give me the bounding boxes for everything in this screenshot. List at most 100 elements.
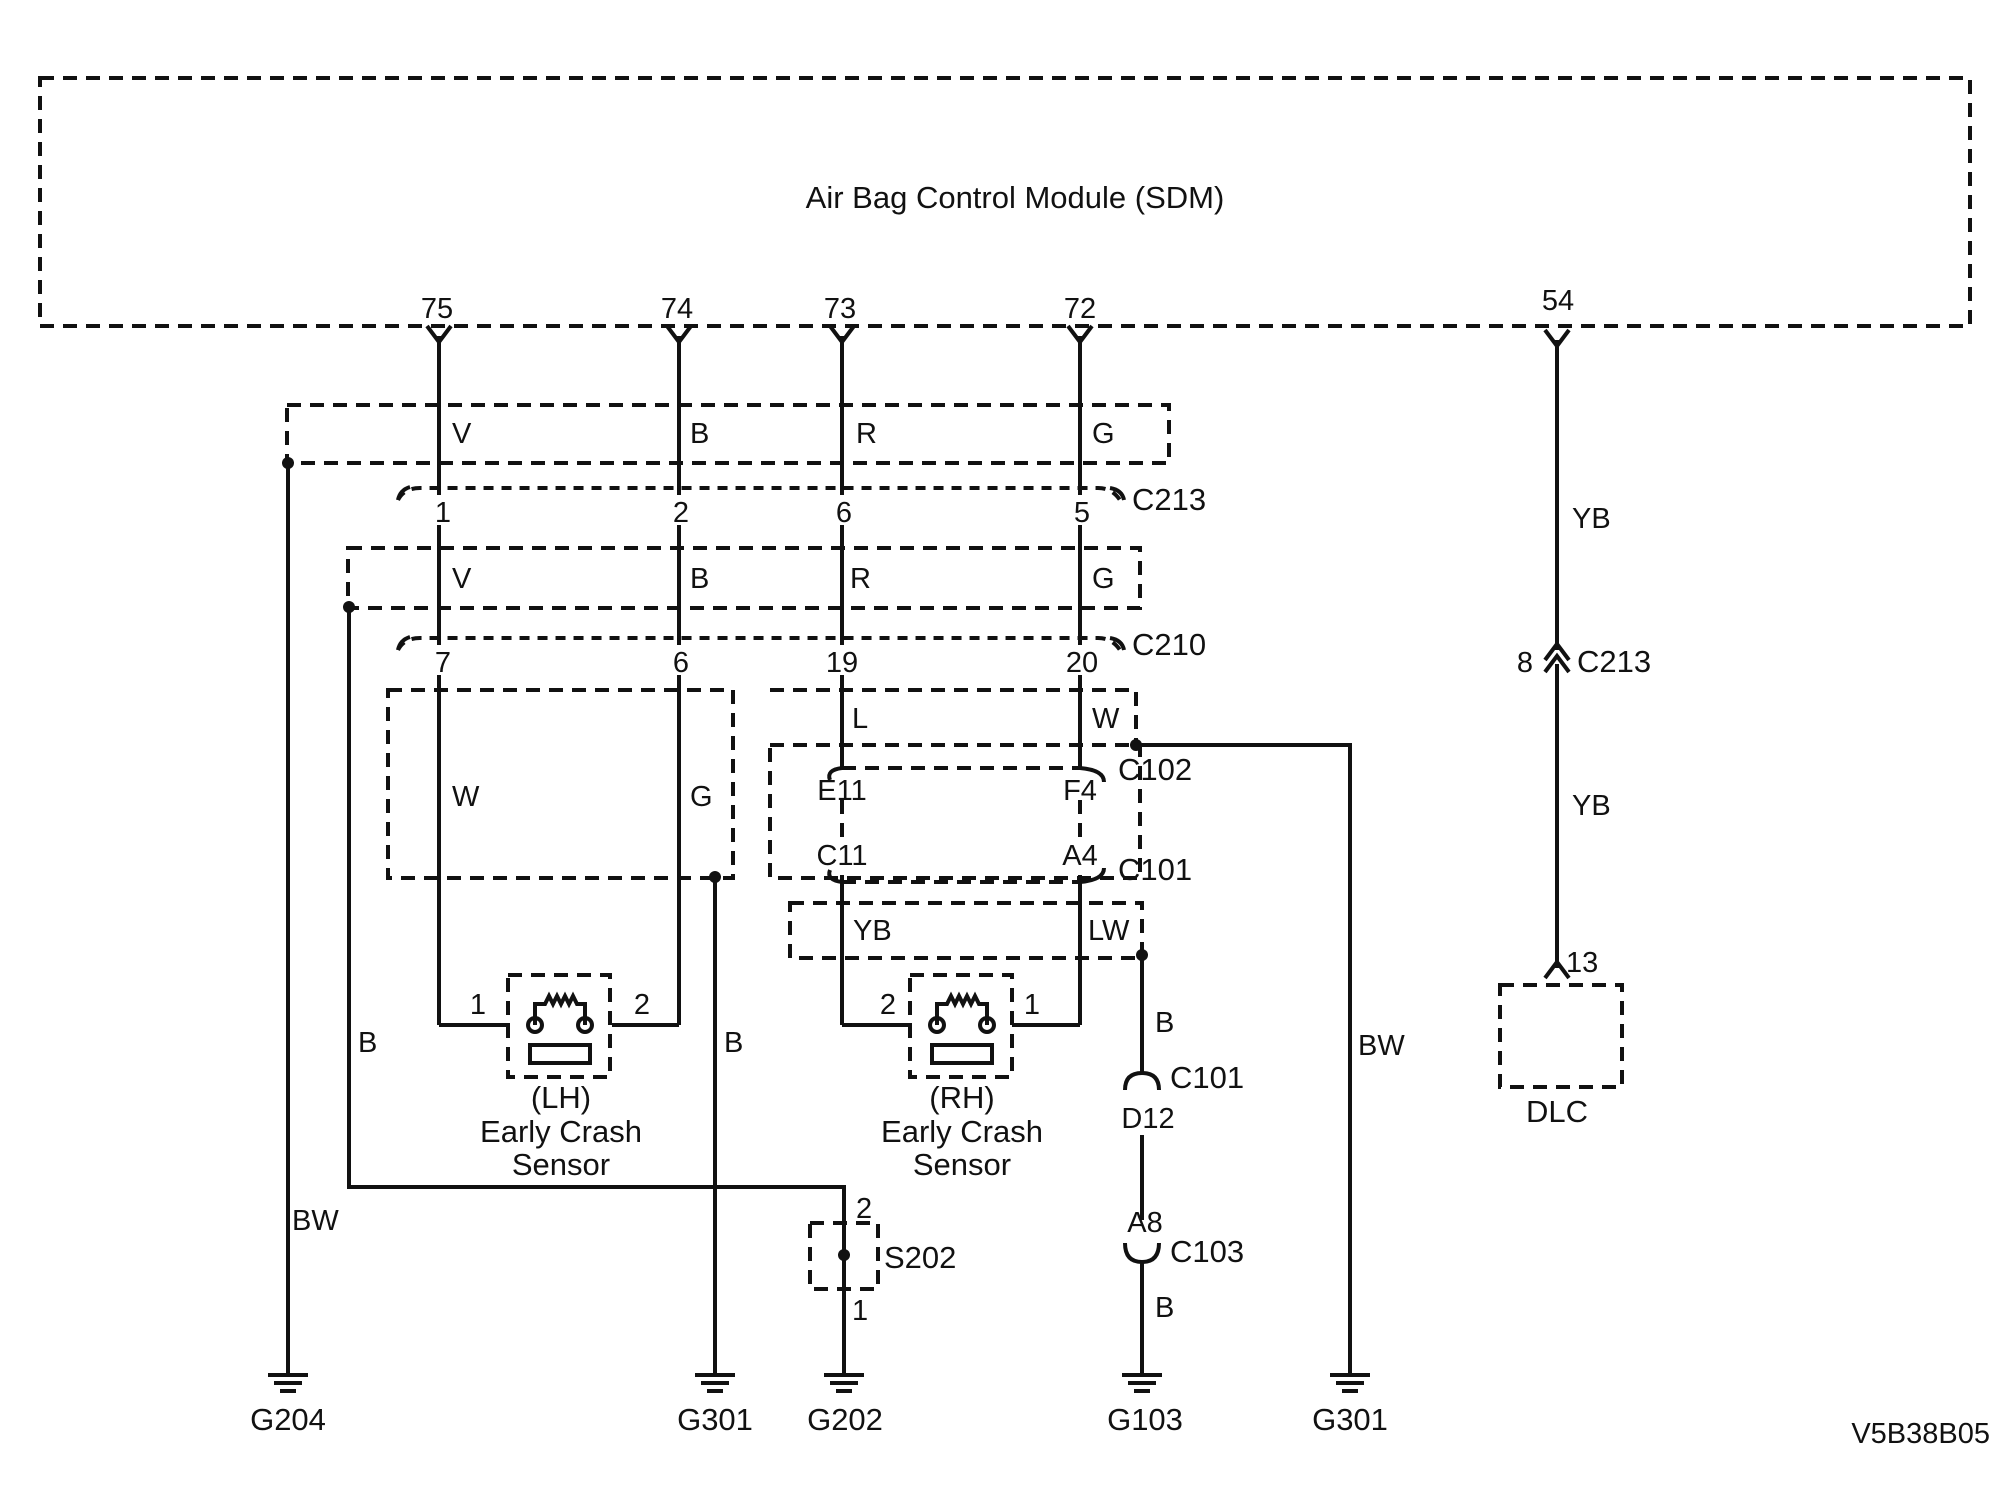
- rh-sensor-box: [908, 973, 1014, 1079]
- wire-color-top-g: G: [1092, 418, 1115, 450]
- rh-sensor-side: (RH): [929, 1080, 994, 1115]
- connector-c102: E11 F4 C102: [817, 752, 1192, 807]
- sdm-module: Air Bag Control Module (SDM): [38, 76, 1972, 328]
- c103-label: C103: [1170, 1234, 1244, 1269]
- wire-color-top-v: V: [452, 418, 472, 450]
- wire-color-g301-bw: BW: [1358, 1030, 1405, 1062]
- rh-sensor-pin-1: 1: [1024, 989, 1040, 1021]
- dlc-box: [1498, 983, 1624, 1089]
- lh-sensor-name-line2: Sensor: [512, 1147, 610, 1182]
- dlc-branch: YB 8 C213 YB 13 DLC: [1498, 340, 1651, 1129]
- c213-pin-6: 6: [836, 497, 852, 529]
- connector-c210: 7 6 19 20 C210: [396, 627, 1206, 679]
- wire-color-mid-b: B: [690, 563, 709, 595]
- s202-dot: [838, 1249, 850, 1261]
- ground-g204: G204: [250, 1360, 326, 1437]
- wire-color-rh-yb: YB: [853, 915, 892, 947]
- c210-label: C210: [1132, 627, 1206, 662]
- dlc-label: DLC: [1526, 1094, 1588, 1129]
- dlc-pin-13: 13: [1566, 947, 1598, 979]
- shield-rh-upper: [768, 743, 1142, 880]
- lh-sensor-pin-1: 1: [470, 989, 486, 1021]
- g301-left-label: G301: [677, 1402, 753, 1437]
- connector-c213: 1 2 6 5 C213: [396, 482, 1206, 529]
- g103-label: G103: [1107, 1402, 1183, 1437]
- ground-g202: G202: [807, 1360, 883, 1437]
- wire-color-g204-bw: BW: [292, 1205, 339, 1237]
- c210-pin-6: 6: [673, 647, 689, 679]
- shield-c213-upper: [285, 403, 1171, 465]
- c210-pin-20: 20: [1066, 647, 1098, 679]
- sdm-pin-72: 72: [1064, 293, 1096, 325]
- sensor-wires: [437, 336, 1082, 1027]
- connector-c101: C11 A4 C101: [816, 840, 1192, 887]
- rh-sensor-name-line1: Early Crash: [881, 1114, 1043, 1149]
- c210-pin-19: 19: [826, 647, 858, 679]
- wire-color-rh-w: W: [1092, 703, 1120, 735]
- c101-label: C101: [1118, 852, 1192, 887]
- s202-shield-wire: [347, 607, 846, 1215]
- c213-pin-2: 2: [673, 497, 689, 529]
- g103-chain: B D12 C101 A8 C103 B: [1121, 1007, 1244, 1360]
- lh-sensor-name-line1: Early Crash: [480, 1114, 642, 1149]
- c213-pin-1: 1: [435, 497, 451, 529]
- wire-color-shield-b: B: [358, 1027, 377, 1059]
- c101-pin-c11: C11: [816, 840, 867, 872]
- sdm-pin-75: 75: [421, 293, 453, 325]
- lh-early-crash-sensor: 1 2 (LH) Early Crash Sensor: [470, 973, 650, 1182]
- wire-color-top-r: R: [856, 418, 877, 450]
- sdm-module-box: [38, 76, 1972, 328]
- wire-color-rh-l: L: [852, 703, 868, 735]
- lh-sensor-box: [506, 973, 612, 1079]
- lh-sensor-pin-2: 2: [634, 989, 650, 1021]
- c102-pin-e11: E11: [817, 775, 866, 807]
- splice-s202: 2 1 S202: [808, 1193, 956, 1360]
- wire-color-c101-b: B: [1155, 1007, 1174, 1039]
- sdm-pin-chevrons: [425, 324, 1571, 350]
- c103-pin-a8: A8: [1127, 1207, 1162, 1239]
- c213-pin-5: 5: [1074, 497, 1090, 529]
- wire-color-rh-lw: LW: [1088, 915, 1130, 947]
- c101b-label: C101: [1170, 1060, 1244, 1095]
- rh-sensor-name-line2: Sensor: [913, 1147, 1011, 1182]
- sdm-pin-54: 54: [1542, 285, 1574, 317]
- wire-color-lh-shield-b: B: [724, 1027, 743, 1059]
- rh-sensor-pin-2: 2: [880, 989, 896, 1021]
- c101b-pin-d12: D12: [1121, 1103, 1174, 1135]
- wire-color-top-b: B: [690, 418, 709, 450]
- g301-right-label: G301: [1312, 1402, 1388, 1437]
- figure-id: V5B38B05: [1851, 1418, 1990, 1450]
- c102-label: C102: [1118, 752, 1192, 787]
- c213-dlc-pin-8: 8: [1517, 647, 1533, 679]
- sdm-module-title: Air Bag Control Module (SDM): [806, 180, 1225, 215]
- s202-pin-2: 2: [856, 1193, 872, 1225]
- wire-color-mid-g: G: [1092, 563, 1115, 595]
- g301-right-wire: [1136, 743, 1352, 1360]
- c213-dlc-label: C213: [1577, 644, 1651, 679]
- wire-color-lh-w: W: [452, 781, 480, 813]
- wire-color-dlc-yb-lower: YB: [1572, 790, 1611, 822]
- wire-color-lh-g: G: [690, 781, 713, 813]
- c102-pin-f4: F4: [1063, 775, 1097, 807]
- ground-g301-left: G301: [677, 1360, 753, 1437]
- rh-shield-top-edge: [770, 688, 1138, 745]
- sdm-pin-74: 74: [661, 293, 693, 325]
- ground-g301-right: G301: [1312, 1360, 1388, 1437]
- rh-early-crash-sensor: 2 1 (RH) Early Crash Sensor: [880, 973, 1043, 1182]
- shield-c213-lower: [346, 546, 1142, 610]
- s202-pin-1: 1: [852, 1295, 868, 1327]
- shield-lh-sensor: [386, 688, 735, 880]
- c213-label: C213: [1132, 482, 1206, 517]
- shield-rh-lower: [788, 901, 1144, 960]
- g204-label: G204: [250, 1402, 326, 1437]
- wire-color-mid-r: R: [850, 563, 871, 595]
- c101-pin-a4: A4: [1062, 840, 1097, 872]
- wire-color-c103-b: B: [1155, 1292, 1174, 1324]
- wire-color-dlc-yb-upper: YB: [1572, 503, 1611, 535]
- lh-sensor-side: (LH): [531, 1080, 591, 1115]
- wire-color-mid-v: V: [452, 563, 472, 595]
- g202-label: G202: [807, 1402, 883, 1437]
- s202-label: S202: [884, 1240, 956, 1275]
- ground-g103: G103: [1107, 1360, 1183, 1437]
